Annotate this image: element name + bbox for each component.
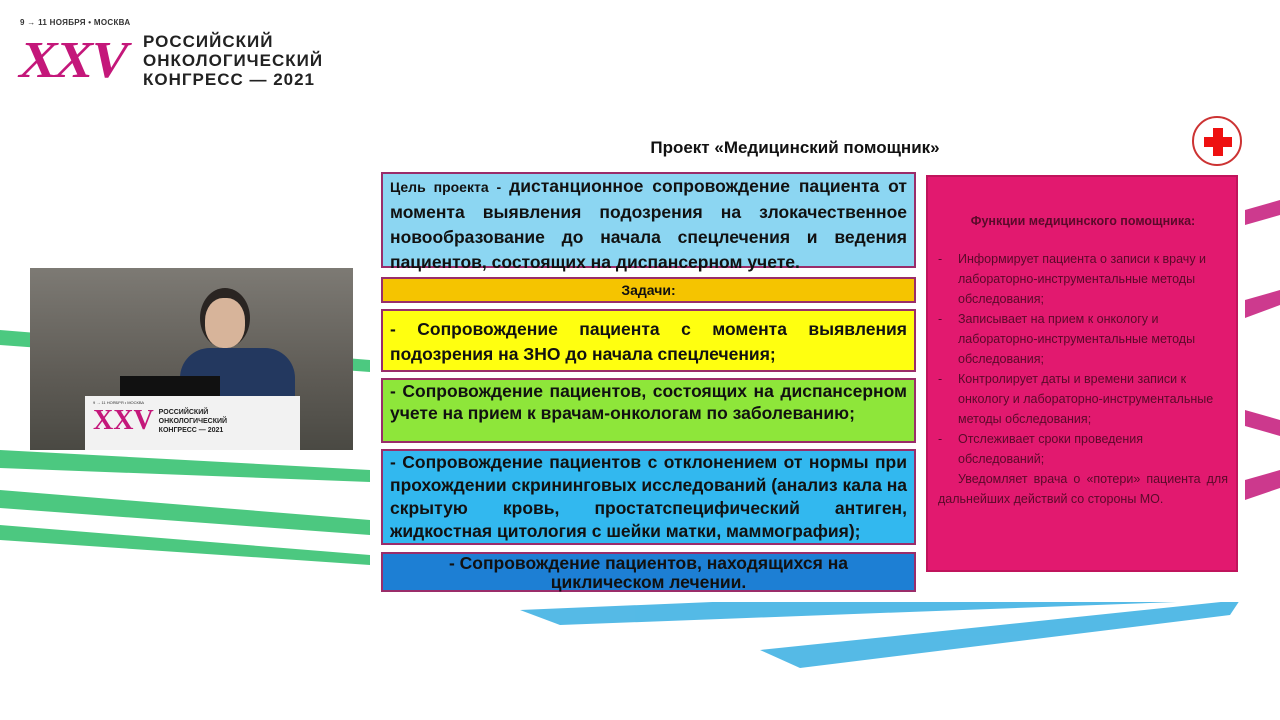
tasks-header: Задачи: [381, 277, 916, 303]
task-item: - Сопровождение пациентов, находящихся н… [381, 552, 916, 592]
podium-title-line: КОНГРЕСС — 2021 [158, 426, 224, 434]
function-item-last: Уведомляет врача о «потери» пациента для… [938, 472, 1228, 506]
task-item: - Сопровождение пациентов с отклонением … [381, 449, 916, 545]
goal-text: дистанционное сопровождение пациента от … [390, 176, 908, 272]
slide-title: Проект «Медицинский помощник» [650, 138, 940, 157]
function-item: Информирует пациента о записи к врачу и … [938, 249, 1228, 309]
congress-date: 9 → 11 НОЯБРЯ • МОСКВА [20, 18, 131, 27]
task-item: - Сопровождение пациентов, состоящих на … [381, 378, 916, 443]
goal-box: Цель проекта - дистанционное сопровожден… [381, 172, 916, 272]
speaker-video: 9 → 11 НОЯБРЯ • МОСКВА XXV РОССИЙСКИЙ ОН… [30, 268, 353, 450]
congress-title-line: РОССИЙСКИЙ [143, 32, 274, 51]
podium-title-line: ОНКОЛОГИЧЕСКИЙ [158, 417, 228, 425]
podium-date: 9 → 11 НОЯБРЯ • МОСКВА [93, 400, 145, 405]
goal-label: Цель проекта - [390, 179, 510, 195]
congress-title-line: ОНКОЛОГИЧЕСКИЙ [143, 51, 324, 70]
function-item: Контролирует даты и времени записи к онк… [938, 369, 1228, 429]
congress-title: РОССИЙСКИЙ ОНКОЛОГИЧЕСКИЙ КОНГРЕСС — 202… [143, 32, 323, 89]
podium-title-line: РОССИЙСКИЙ [158, 408, 209, 416]
functions-title: Функции медицинского помощника: [970, 214, 1196, 228]
podium-logo-mark: XXV [93, 405, 154, 436]
function-item: Отслеживает сроки проведения обследовани… [938, 429, 1228, 469]
podium: 9 → 11 НОЯБРЯ • МОСКВА XXV РОССИЙСКИЙ ОН… [85, 396, 300, 450]
task-item: - Сопровождение пациента с момента выявл… [381, 309, 916, 372]
functions-box: Функции медицинского помощника: Информир… [926, 175, 1238, 572]
red-cross-logo-icon [1192, 116, 1242, 166]
speaker-face [205, 298, 245, 348]
function-item: Записывает на прием к онкологу и лаборат… [938, 309, 1228, 369]
congress-title-line: КОНГРЕСС — 2021 [143, 70, 316, 89]
congress-logo-mark: XXV [14, 32, 133, 89]
